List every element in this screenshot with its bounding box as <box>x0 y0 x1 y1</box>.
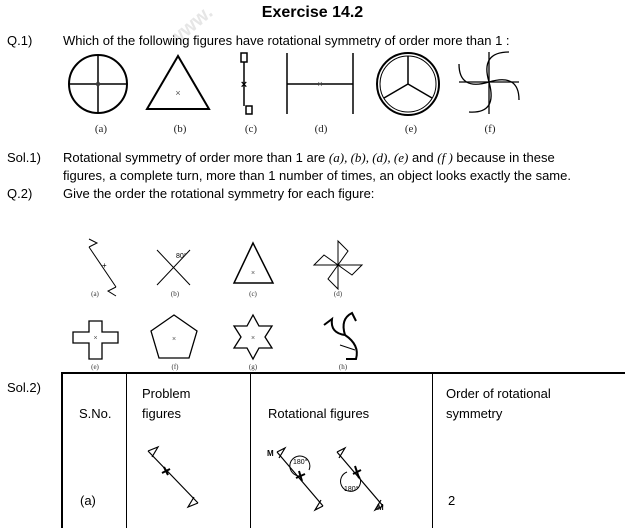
table-col-divider-1 <box>126 372 127 528</box>
rotational-label-m2: M <box>377 503 384 512</box>
figure-f-pinwheel <box>458 51 520 114</box>
q1-figures: × × × × <box>68 51 520 116</box>
rotational-figure-2 <box>336 446 384 512</box>
rotational-label-angle1: 180° <box>293 459 308 466</box>
q1-caption-f: (f) <box>484 123 496 135</box>
q2-figures: + 80° × × × × <box>72 238 364 361</box>
q2-figure-c: × <box>232 241 275 284</box>
rotational-figures <box>276 446 384 512</box>
svg-text:×: × <box>175 88 180 98</box>
table-col-divider-2 <box>250 372 251 528</box>
q2-caption-h: (h) <box>338 363 348 371</box>
q2-caption-g: (g) <box>248 363 258 371</box>
figure-e-circle-spokes <box>376 52 440 116</box>
svg-text:×: × <box>172 336 176 343</box>
header-problem-figures: Problem figures <box>142 386 191 421</box>
q2-caption-c: (c) <box>249 290 257 298</box>
sol1-line1-f: (f ) <box>437 150 453 165</box>
q1-caption-a: (a) <box>94 123 108 135</box>
q2-angle-label: 80° <box>176 252 187 260</box>
q2-caption-b: (b) <box>170 290 180 298</box>
q2-text: Give the order the rotational symmetry f… <box>63 186 375 201</box>
q1-label: Q.1) <box>7 33 33 48</box>
problem-figure-a <box>147 445 199 509</box>
q1-caption-d: (d) <box>314 123 328 135</box>
header-rotational-figures: Rotational figures <box>268 406 370 421</box>
sol2-label: Sol.2) <box>7 380 41 395</box>
sol1-label: Sol.1) <box>7 150 41 165</box>
sol1-line1-prefix: Rotational symmetry of order more than 1… <box>63 150 326 165</box>
q2-label: Q.2) <box>7 186 33 201</box>
q1-caption-c: (c) <box>244 123 258 135</box>
row-order: 2 <box>448 493 456 508</box>
table-col-divider-3 <box>432 372 433 528</box>
figure-b-triangle: × <box>145 54 211 110</box>
q2-figure-g: × <box>232 313 274 361</box>
rotational-figure-1 <box>276 446 324 512</box>
sol2-table <box>61 372 625 528</box>
figure-d-h-shape: × <box>286 53 354 114</box>
row-sno: (a) <box>80 493 96 508</box>
sol1-line1: Rotational symmetry of order more than 1… <box>63 149 555 166</box>
svg-text:×: × <box>93 335 97 342</box>
svg-text:×: × <box>317 79 322 89</box>
q2-caption-f: (f) <box>171 363 179 371</box>
figure-a-circle-cross: × <box>68 54 128 114</box>
q2-figure-h <box>323 311 358 360</box>
svg-text:×: × <box>241 79 247 91</box>
sol1-line1-figs: (a), (b), (d), (e) <box>328 150 409 165</box>
table-left-border <box>61 372 63 528</box>
rotational-label-m1: M <box>267 449 274 458</box>
q2-figure-f: × <box>150 314 198 359</box>
q2-figure-e: × <box>72 320 119 360</box>
sol1-line1-suffix: because in these <box>456 150 555 165</box>
header-sno: S.No. <box>79 406 112 421</box>
q1-caption-e: (e) <box>404 123 418 135</box>
q2-caption-a: (a) <box>91 290 99 298</box>
q1-text: Which of the following figures have rota… <box>63 33 510 48</box>
q2-caption-d: (d) <box>333 290 343 298</box>
figure-c-bar: × <box>240 52 253 115</box>
q2-figure-d <box>312 239 364 291</box>
sol1-line1-and: and <box>411 150 434 165</box>
q1-caption-b: (b) <box>173 123 187 135</box>
header-order: Order of rotational symmetry <box>446 386 551 421</box>
q2-figure-a: + <box>88 238 117 297</box>
q2-caption-e: (e) <box>91 363 99 371</box>
svg-text:+: + <box>102 261 107 270</box>
q2-figure-b: 80° <box>156 249 191 286</box>
sol1-line2: figures, a complete turn, more than 1 nu… <box>63 168 571 183</box>
rotational-label-angle2: 180° <box>344 486 359 493</box>
svg-text:×: × <box>251 335 255 342</box>
table-top-border <box>61 372 625 374</box>
svg-text:×: × <box>95 79 100 89</box>
svg-text:×: × <box>251 270 255 277</box>
exercise-title: Exercise 14.2 <box>261 4 364 21</box>
